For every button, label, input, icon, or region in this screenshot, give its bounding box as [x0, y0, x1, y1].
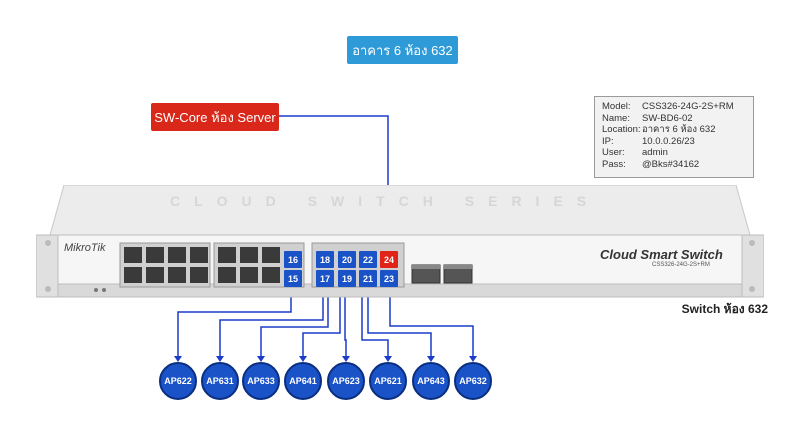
link-19-ap623	[344, 281, 347, 356]
port-15[interactable]: 15	[284, 270, 302, 287]
series-text: CLOUD SWITCH SERIES	[170, 193, 601, 209]
ap-node-ap631[interactable]: AP631	[201, 362, 239, 400]
info-row-user: User:admin	[602, 147, 668, 158]
brand-logo: MikroTik	[64, 242, 106, 254]
port-17[interactable]: 17	[316, 270, 334, 287]
info-row-name: Name:SW-BD6-02	[602, 112, 693, 124]
port-24-uplink[interactable]: 24	[380, 251, 398, 268]
link-21-ap643	[367, 281, 432, 356]
link-23-ap632	[389, 281, 474, 356]
ap-node-ap633[interactable]: AP633	[242, 362, 280, 400]
info-row-pass: Pass:@Bks#34162	[602, 158, 700, 170]
switch-device	[36, 185, 764, 298]
port-22[interactable]: 22	[359, 251, 377, 268]
info-row-location: Location:อาคาร 6 ห้อง 632	[602, 124, 716, 135]
info-row-ip: IP:10.0.0.26/23	[602, 135, 695, 147]
ap-node-ap623[interactable]: AP623	[327, 362, 365, 400]
port-19[interactable]: 19	[338, 270, 356, 287]
link-22-ap621	[361, 262, 389, 356]
ap-node-ap643[interactable]: AP643	[412, 362, 450, 400]
switch-caption: Switch ห้อง 632	[681, 302, 768, 316]
ap-node-ap622[interactable]: AP622	[159, 362, 197, 400]
core-switch-label: SW-Core ห้อง Server	[151, 103, 279, 131]
link-17-ap631	[219, 281, 324, 356]
port-20[interactable]: 20	[338, 251, 356, 268]
port-21[interactable]: 21	[359, 270, 377, 287]
device-title: Cloud Smart Switch	[600, 247, 723, 262]
ap-node-ap641[interactable]: AP641	[284, 362, 322, 400]
building-label: อาคาร 6 ห้อง 632	[347, 36, 458, 64]
port-23[interactable]: 23	[380, 270, 398, 287]
ap-node-ap621[interactable]: AP621	[369, 362, 407, 400]
info-row-model: Model:CSS326-24G-2S+RM	[602, 101, 734, 112]
device-info-box: Model:CSS326-24G-2S+RM Name:SW-BD6-02 Lo…	[594, 96, 754, 178]
port-16[interactable]: 16	[284, 251, 302, 268]
device-model: CSS326-24G-2S+RM	[652, 262, 710, 268]
port-18[interactable]: 18	[316, 251, 334, 268]
ap-node-ap632[interactable]: AP632	[454, 362, 492, 400]
